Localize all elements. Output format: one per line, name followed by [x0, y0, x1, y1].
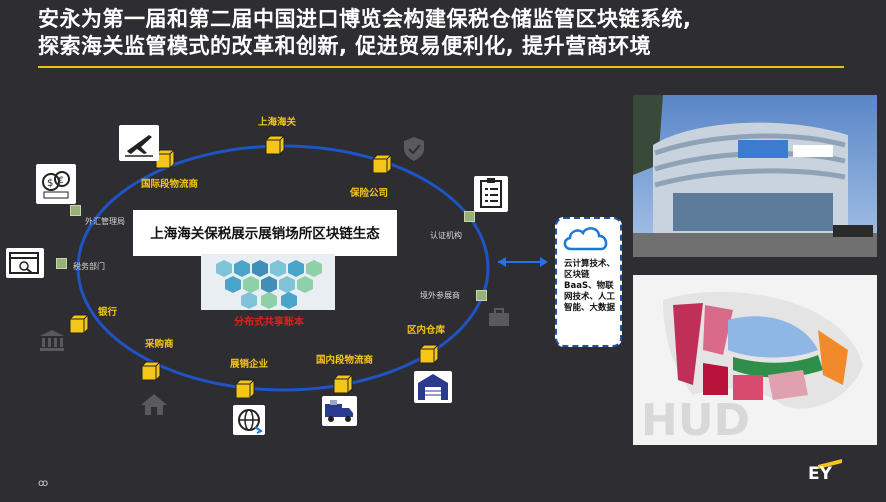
- ey-logo: EY: [808, 464, 832, 484]
- ecosystem-center-box: 上海海关保税展示展销场所区块链生态: [133, 210, 397, 256]
- page-mark: ꝏ: [38, 478, 49, 489]
- title-underline: [38, 66, 844, 68]
- node-label-overseas-exhibitor: 境外参展商: [420, 291, 460, 300]
- briefcase-icon: [487, 306, 511, 333]
- currency-exchange-icon: $€: [36, 164, 76, 204]
- blockchain-hex-graphic: [201, 254, 335, 310]
- node-label-intl-logistics: 国际段物流商: [141, 179, 199, 190]
- node-box-insurance: [371, 153, 392, 174]
- node-label-tax: 税务部门: [73, 262, 105, 271]
- node-label-forex: 外汇管理局: [85, 217, 125, 226]
- cloud-icon: [563, 227, 608, 251]
- svg-text:€: €: [58, 176, 64, 186]
- exhibition-building-photo: [633, 95, 877, 257]
- node-box-intl-logistics: [154, 148, 175, 169]
- node-box-bank: [68, 313, 89, 334]
- node-box-forex: [70, 205, 81, 216]
- svg-text:HUD: HUD: [641, 395, 750, 445]
- node-box-purchaser: [140, 360, 161, 381]
- house-icon: [140, 392, 168, 421]
- tax-browser-icon: [6, 248, 44, 278]
- node-box-bonded-warehouse: [418, 343, 439, 364]
- airplane-icon: [119, 125, 159, 161]
- svg-text:$: $: [47, 178, 53, 189]
- node-box-domestic-logistics: [332, 373, 353, 394]
- node-box-certification: [464, 211, 475, 222]
- bank-icon: [38, 328, 66, 357]
- warehouse-icon: [414, 371, 452, 403]
- truck-icon: [322, 396, 357, 426]
- node-box-tax: [56, 258, 67, 269]
- node-label-certification: 认证机构: [430, 231, 462, 240]
- node-label-exhibitor: 展销企业: [230, 359, 269, 370]
- title-line-1: 安永为第一届和第二届中国进口博览会构建保税仓储监管区块链系统,: [38, 7, 692, 31]
- node-label-purchaser: 采购商: [145, 339, 174, 350]
- distributed-ledger-label: 分布式共享账本: [234, 317, 304, 328]
- slide-title: 安永为第一届和第二届中国进口博览会构建保税仓储监管区块链系统, 探索海关监管模式…: [38, 6, 868, 60]
- checklist-icon: [474, 176, 508, 212]
- node-label-bonded-warehouse: 区内仓库: [407, 325, 446, 336]
- shield-hand-icon: [400, 135, 428, 168]
- tech-stack-box: 云计算技术、区块链BaaS、物联网技术、人工智能、大数据: [555, 217, 622, 347]
- node-box-overseas-exhibitor: [476, 290, 487, 301]
- exhibition-floorplan-image: HUD: [633, 275, 877, 445]
- tech-stack-text: 云计算技术、区块链BaaS、物联网技术、人工智能、大数据: [564, 259, 616, 313]
- node-label-customs: 上海海关: [258, 117, 297, 128]
- node-label-bank: 银行: [98, 307, 118, 318]
- node-box-exhibitor: [234, 378, 255, 399]
- globe-icon: [233, 405, 265, 435]
- node-label-domestic-logistics: 国内段物流商: [316, 355, 374, 366]
- node-label-insurance: 保险公司: [350, 188, 389, 199]
- title-line-2: 探索海关监管模式的改革和创新, 促进贸易便利化, 提升营商环境: [38, 34, 652, 58]
- node-box-customs: [264, 134, 285, 155]
- ecosystem-center-title: 上海海关保税展示展销场所区块链生态: [150, 226, 380, 242]
